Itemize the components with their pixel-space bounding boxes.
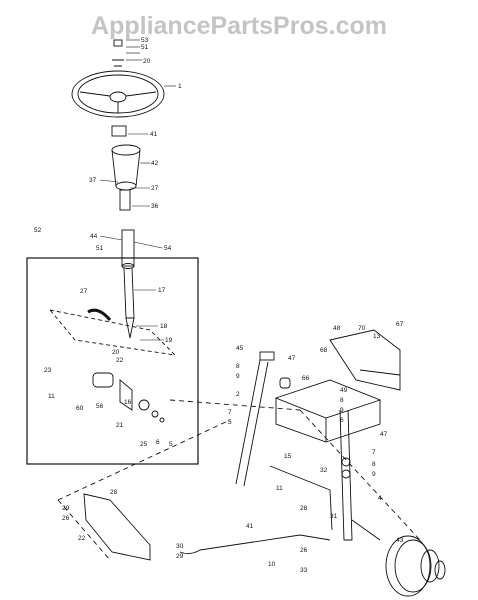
callout-label: 1 [178, 83, 182, 90]
callout-label: 29 [176, 553, 184, 560]
steering-column-upper [111, 125, 141, 269]
callout-label: 67 [396, 321, 404, 328]
callout-labels: 53 51 20 1 41 42 37 27 36 52 44 51 54 17… [34, 37, 404, 574]
callout-label: 6 [156, 439, 160, 446]
callout-label: 47 [288, 355, 296, 362]
callout-label: 11 [48, 393, 55, 400]
callout-label: 7 [372, 449, 376, 456]
callout-label: 41 [246, 523, 254, 530]
lower-bracket [83, 493, 151, 561]
callout-label: 22 [116, 357, 124, 364]
callout-label: 54 [164, 245, 172, 252]
front-axle [274, 379, 382, 443]
callout-label: 4 [378, 495, 382, 502]
callout-label: 60 [76, 405, 84, 412]
callout-label: 70 [358, 325, 366, 332]
callout-label: 20 [112, 349, 120, 356]
callout-label: 11 [276, 485, 283, 492]
callout-label: 37 [89, 177, 97, 184]
callout-label: 21 [116, 422, 124, 429]
axle-support [329, 329, 401, 391]
assembly-guide-lines [57, 399, 421, 561]
callout-label: 41 [150, 131, 158, 138]
callout-label: 8 [372, 461, 376, 468]
callout-label: 33 [300, 567, 308, 574]
callout-label: 48 [333, 325, 341, 332]
callout-label: 51 [96, 245, 104, 252]
callout-label: 16 [124, 399, 132, 406]
inset-frame [26, 257, 199, 465]
callout-label: 8 [340, 397, 344, 404]
callout-label: 7 [228, 409, 232, 416]
callout-label: 5 [228, 419, 232, 426]
callout-label: 44 [90, 233, 98, 240]
callout-label: 36 [151, 203, 159, 210]
leader-lines [99, 39, 176, 341]
callout-label: 53 [141, 37, 149, 44]
watermark: AppliancePartsPros.com [91, 12, 387, 40]
steering-shaft [87, 267, 135, 339]
callout-label: 6 [340, 417, 344, 424]
callout-label: 15 [284, 453, 292, 460]
callout-label: 23 [44, 367, 52, 374]
callout-label: 45 [236, 345, 244, 352]
callout-label: 66 [302, 375, 310, 382]
callout-label: 47 [380, 431, 388, 438]
callout-label: 30 [176, 543, 184, 550]
callout-label: 68 [320, 347, 328, 354]
callout-label: 13 [373, 333, 381, 340]
callout-label: 8 [236, 363, 240, 370]
callout-label: 49 [340, 387, 348, 394]
callout-label: 17 [158, 287, 166, 294]
callout-label: 9 [340, 407, 344, 414]
callout-label: 28 [300, 505, 308, 512]
callout-label: 20 [143, 58, 151, 65]
callout-label: 32 [320, 467, 328, 474]
callout-label: 26 [300, 547, 308, 554]
steering-bracket [48, 309, 177, 423]
callout-label: 9 [236, 373, 240, 380]
callout-label: 25 [140, 441, 148, 448]
callout-label: 28 [110, 489, 118, 496]
callout-label: 52 [34, 227, 42, 234]
callout-label: 42 [151, 160, 159, 167]
tie-rod [179, 465, 333, 555]
callout-label: 31 [330, 513, 338, 520]
drag-link [235, 351, 291, 487]
callout-label: 18 [160, 323, 168, 330]
callout-label: 10 [268, 561, 276, 568]
callout-label: 56 [96, 403, 104, 410]
callout-label: 22 [78, 535, 86, 542]
callout-label: 26 [62, 515, 70, 522]
callout-label: 27 [151, 185, 159, 192]
callout-label: 9 [372, 471, 376, 478]
spindle [339, 409, 381, 541]
callout-label: 51 [141, 44, 149, 51]
callout-label: 29 [62, 505, 70, 512]
front-wheel [385, 535, 446, 597]
callout-label: 5 [169, 441, 173, 448]
callout-label: 2 [236, 391, 240, 398]
steering-wheel [71, 39, 165, 118]
callout-label: 19 [165, 337, 173, 344]
callout-label: 27 [80, 288, 88, 295]
callout-label: 43 [396, 537, 404, 544]
